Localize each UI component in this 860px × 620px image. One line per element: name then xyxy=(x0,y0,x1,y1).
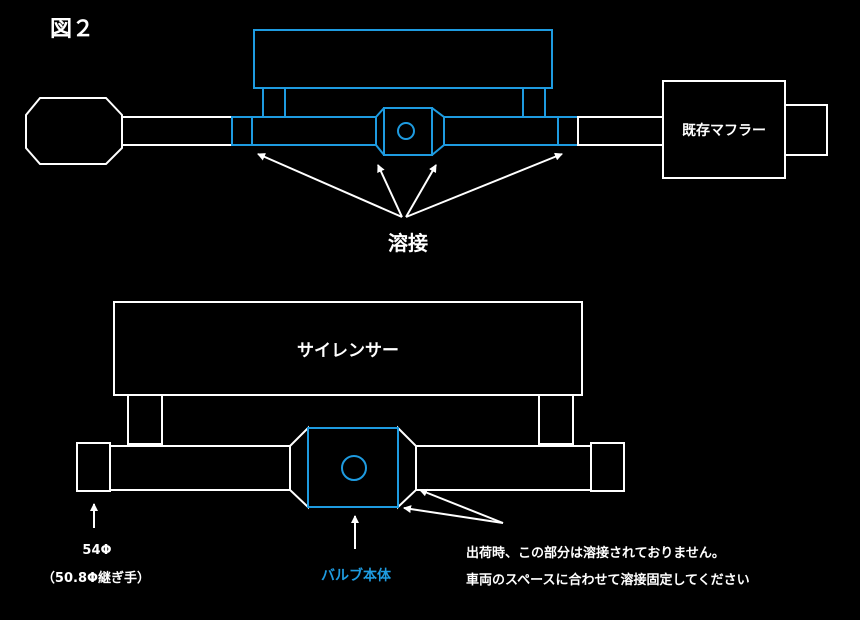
top-center-pipe-left xyxy=(251,116,377,146)
valve-cone-left xyxy=(289,425,309,510)
top-right-weld-ring xyxy=(557,116,579,146)
figure-label: 図２ xyxy=(50,17,94,42)
valve-body-label: バルブ本体 xyxy=(321,567,392,584)
silencer-leg-right xyxy=(538,394,574,445)
weld-label: 溶接 xyxy=(388,231,428,255)
right-pipe xyxy=(415,445,592,491)
joint-label: （50.8Φ継ぎ手） xyxy=(42,570,150,586)
top-left-pipe xyxy=(121,116,233,146)
top-silencer-leg-left xyxy=(262,87,286,118)
top-center-pipe-right xyxy=(443,116,559,146)
note-arrow-upper xyxy=(419,488,504,524)
pipe-size-label: 54Φ xyxy=(82,543,111,558)
note-line-1: 出荷時、この部分は溶接されておりません。 xyxy=(466,545,725,561)
silencer-leg-left xyxy=(127,394,163,445)
inlet-catalyzer xyxy=(25,97,123,165)
silencer-label: サイレンサー xyxy=(297,341,399,361)
top-left-weld-ring xyxy=(231,116,253,146)
weld-arrows xyxy=(257,152,563,218)
left-pipe xyxy=(109,445,291,491)
top-valve-body xyxy=(383,107,433,156)
note-line-2: 車両のスペースに合わせて溶接固定してください xyxy=(466,572,750,588)
top-valve-cone xyxy=(375,107,445,156)
top-right-pipe xyxy=(577,116,664,146)
existing-muffler-tail xyxy=(784,104,828,156)
top-valve-port xyxy=(397,122,415,140)
silencer-box xyxy=(113,301,583,396)
existing-muffler-label: 既存マフラー xyxy=(682,122,766,139)
top-diagram: 既存マフラー 溶接 xyxy=(25,29,828,255)
valve-port xyxy=(341,455,367,481)
note-arrow-lower xyxy=(403,505,504,524)
top-silencer-box xyxy=(253,29,553,89)
top-silencer-leg-right xyxy=(522,87,546,118)
bottom-diagram: サイレンサー 54Φ （50.8Φ継ぎ手） バルブ本体 出荷時、この部分は溶接さ… xyxy=(42,301,750,588)
right-joint xyxy=(590,442,625,492)
valve-cone-right xyxy=(397,425,417,510)
valve-body xyxy=(307,427,399,508)
left-joint xyxy=(76,442,111,492)
